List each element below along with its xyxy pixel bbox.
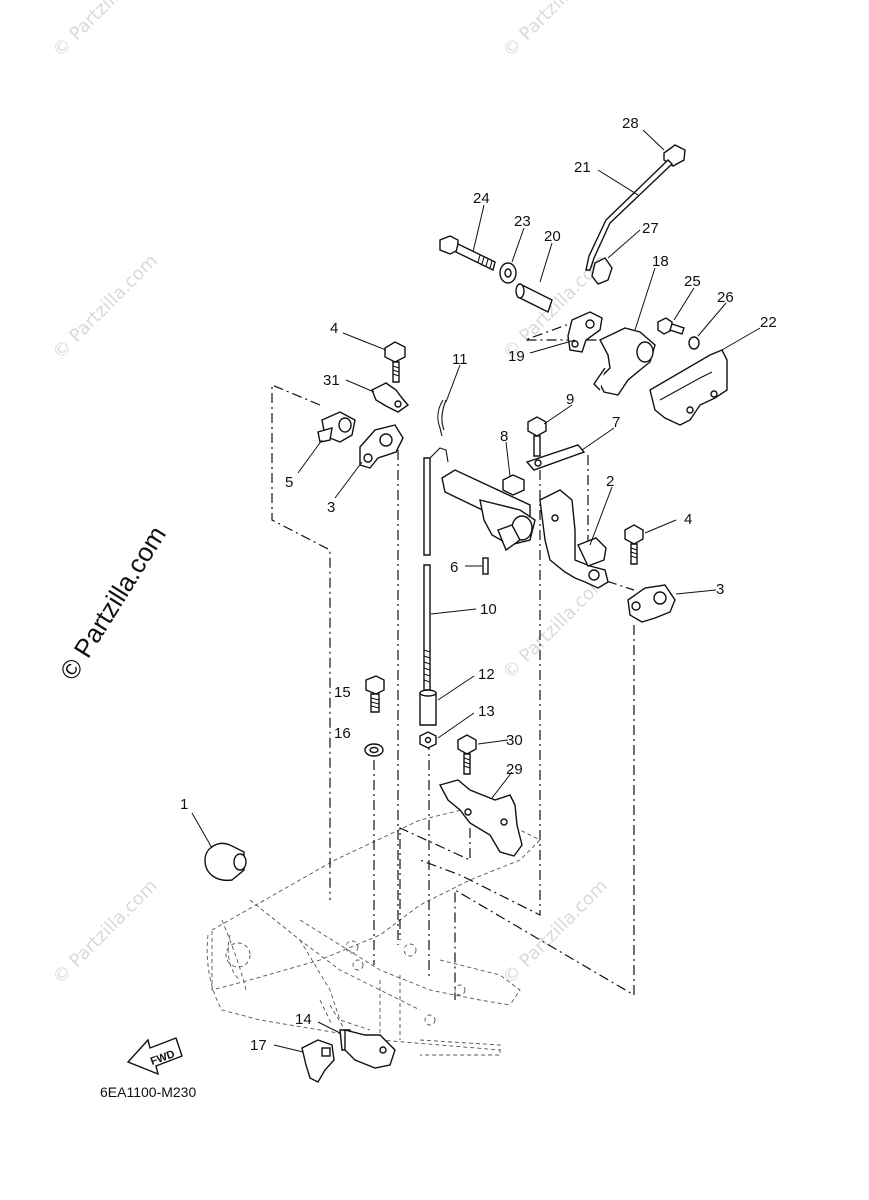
callout-26: 26 (717, 289, 734, 306)
callout-20: 20 (544, 228, 561, 245)
part-15-bolt (365, 675, 385, 713)
callout-18: 18 (652, 253, 669, 270)
part-29-bracket (438, 779, 523, 857)
part-2-shaft-assembly (441, 469, 609, 589)
watermark: © Partzilla.com (49, 875, 162, 988)
callout-23: 23 (514, 213, 531, 230)
callout-3-left: 3 (327, 499, 335, 516)
part-12-spacer (419, 689, 437, 726)
callouts: 28 21 24 23 20 27 18 25 26 22 19 4 31 11… (180, 115, 777, 1054)
callout-3-right: 3 (716, 581, 724, 598)
part-6-pin (482, 557, 489, 575)
fwd-arrow-icon: FWD (126, 1037, 183, 1076)
part-3-joint-right (627, 584, 676, 623)
part-1-grommet (204, 842, 247, 882)
watermark: © Partzilla.com (49, 0, 162, 62)
part-27-clip (591, 257, 613, 285)
part-8-nut (502, 474, 525, 496)
callout-28: 28 (622, 115, 639, 132)
callout-6: 6 (450, 559, 458, 576)
part-22-bracket (649, 349, 728, 426)
lower-bracket (344, 1029, 396, 1069)
callout-1: 1 (180, 796, 188, 813)
callout-4-upper: 4 (330, 320, 338, 337)
part-19-lever (567, 311, 603, 353)
callout-15: 15 (334, 684, 351, 701)
part-17-holder (301, 1039, 335, 1083)
callout-8: 8 (500, 428, 508, 445)
part-13-nut (419, 731, 437, 749)
part-21-rod (585, 159, 674, 271)
part-25-bolt (657, 317, 685, 335)
callout-17: 17 (250, 1037, 267, 1054)
callout-25: 25 (684, 273, 701, 290)
part-31-clamp (371, 382, 410, 413)
part-7-plate (525, 444, 586, 471)
callout-22: 22 (760, 314, 777, 331)
part-20-sleeve (515, 283, 553, 313)
callout-4-lower: 4 (684, 511, 692, 528)
part-18-cam (593, 327, 656, 396)
callout-14: 14 (295, 1011, 312, 1028)
diagram-code: 6EA1100-M230 (100, 1084, 196, 1100)
callout-21: 21 (574, 159, 591, 176)
part-4-bolt-upper (384, 341, 406, 383)
watermark: © Partzilla.com (499, 0, 612, 62)
callout-5: 5 (285, 474, 293, 491)
callout-12: 12 (478, 666, 495, 683)
part-24-bolt (439, 235, 496, 272)
watermark: © Partzilla.com (49, 250, 162, 363)
part-4-bolt-lower (624, 524, 644, 565)
callout-27: 27 (642, 220, 659, 237)
part-11-pin (437, 399, 447, 437)
callout-11: 11 (452, 351, 468, 368)
part-23-washer (499, 262, 517, 284)
part-30-bolt (457, 734, 477, 775)
callout-30: 30 (506, 732, 523, 749)
watermark: © Partzilla.com (499, 570, 612, 683)
callout-29: 29 (506, 761, 523, 778)
main-watermark: © Partzilla.com (54, 521, 172, 685)
callout-13: 13 (478, 703, 495, 720)
callout-7: 7 (612, 414, 620, 431)
part-16-washer (364, 743, 384, 757)
leader-lines (191, 129, 761, 1053)
callout-9: 9 (566, 391, 574, 408)
part-9-bolt (527, 416, 547, 457)
callout-16: 16 (334, 725, 351, 742)
part-26-washer (688, 336, 700, 350)
callout-10: 10 (480, 601, 497, 618)
part-3-joint-left (359, 424, 404, 469)
callout-19: 19 (508, 348, 525, 365)
part-5-collar (317, 411, 356, 443)
callout-31: 31 (323, 372, 340, 389)
callout-24: 24 (473, 190, 490, 207)
callout-2: 2 (606, 473, 614, 490)
